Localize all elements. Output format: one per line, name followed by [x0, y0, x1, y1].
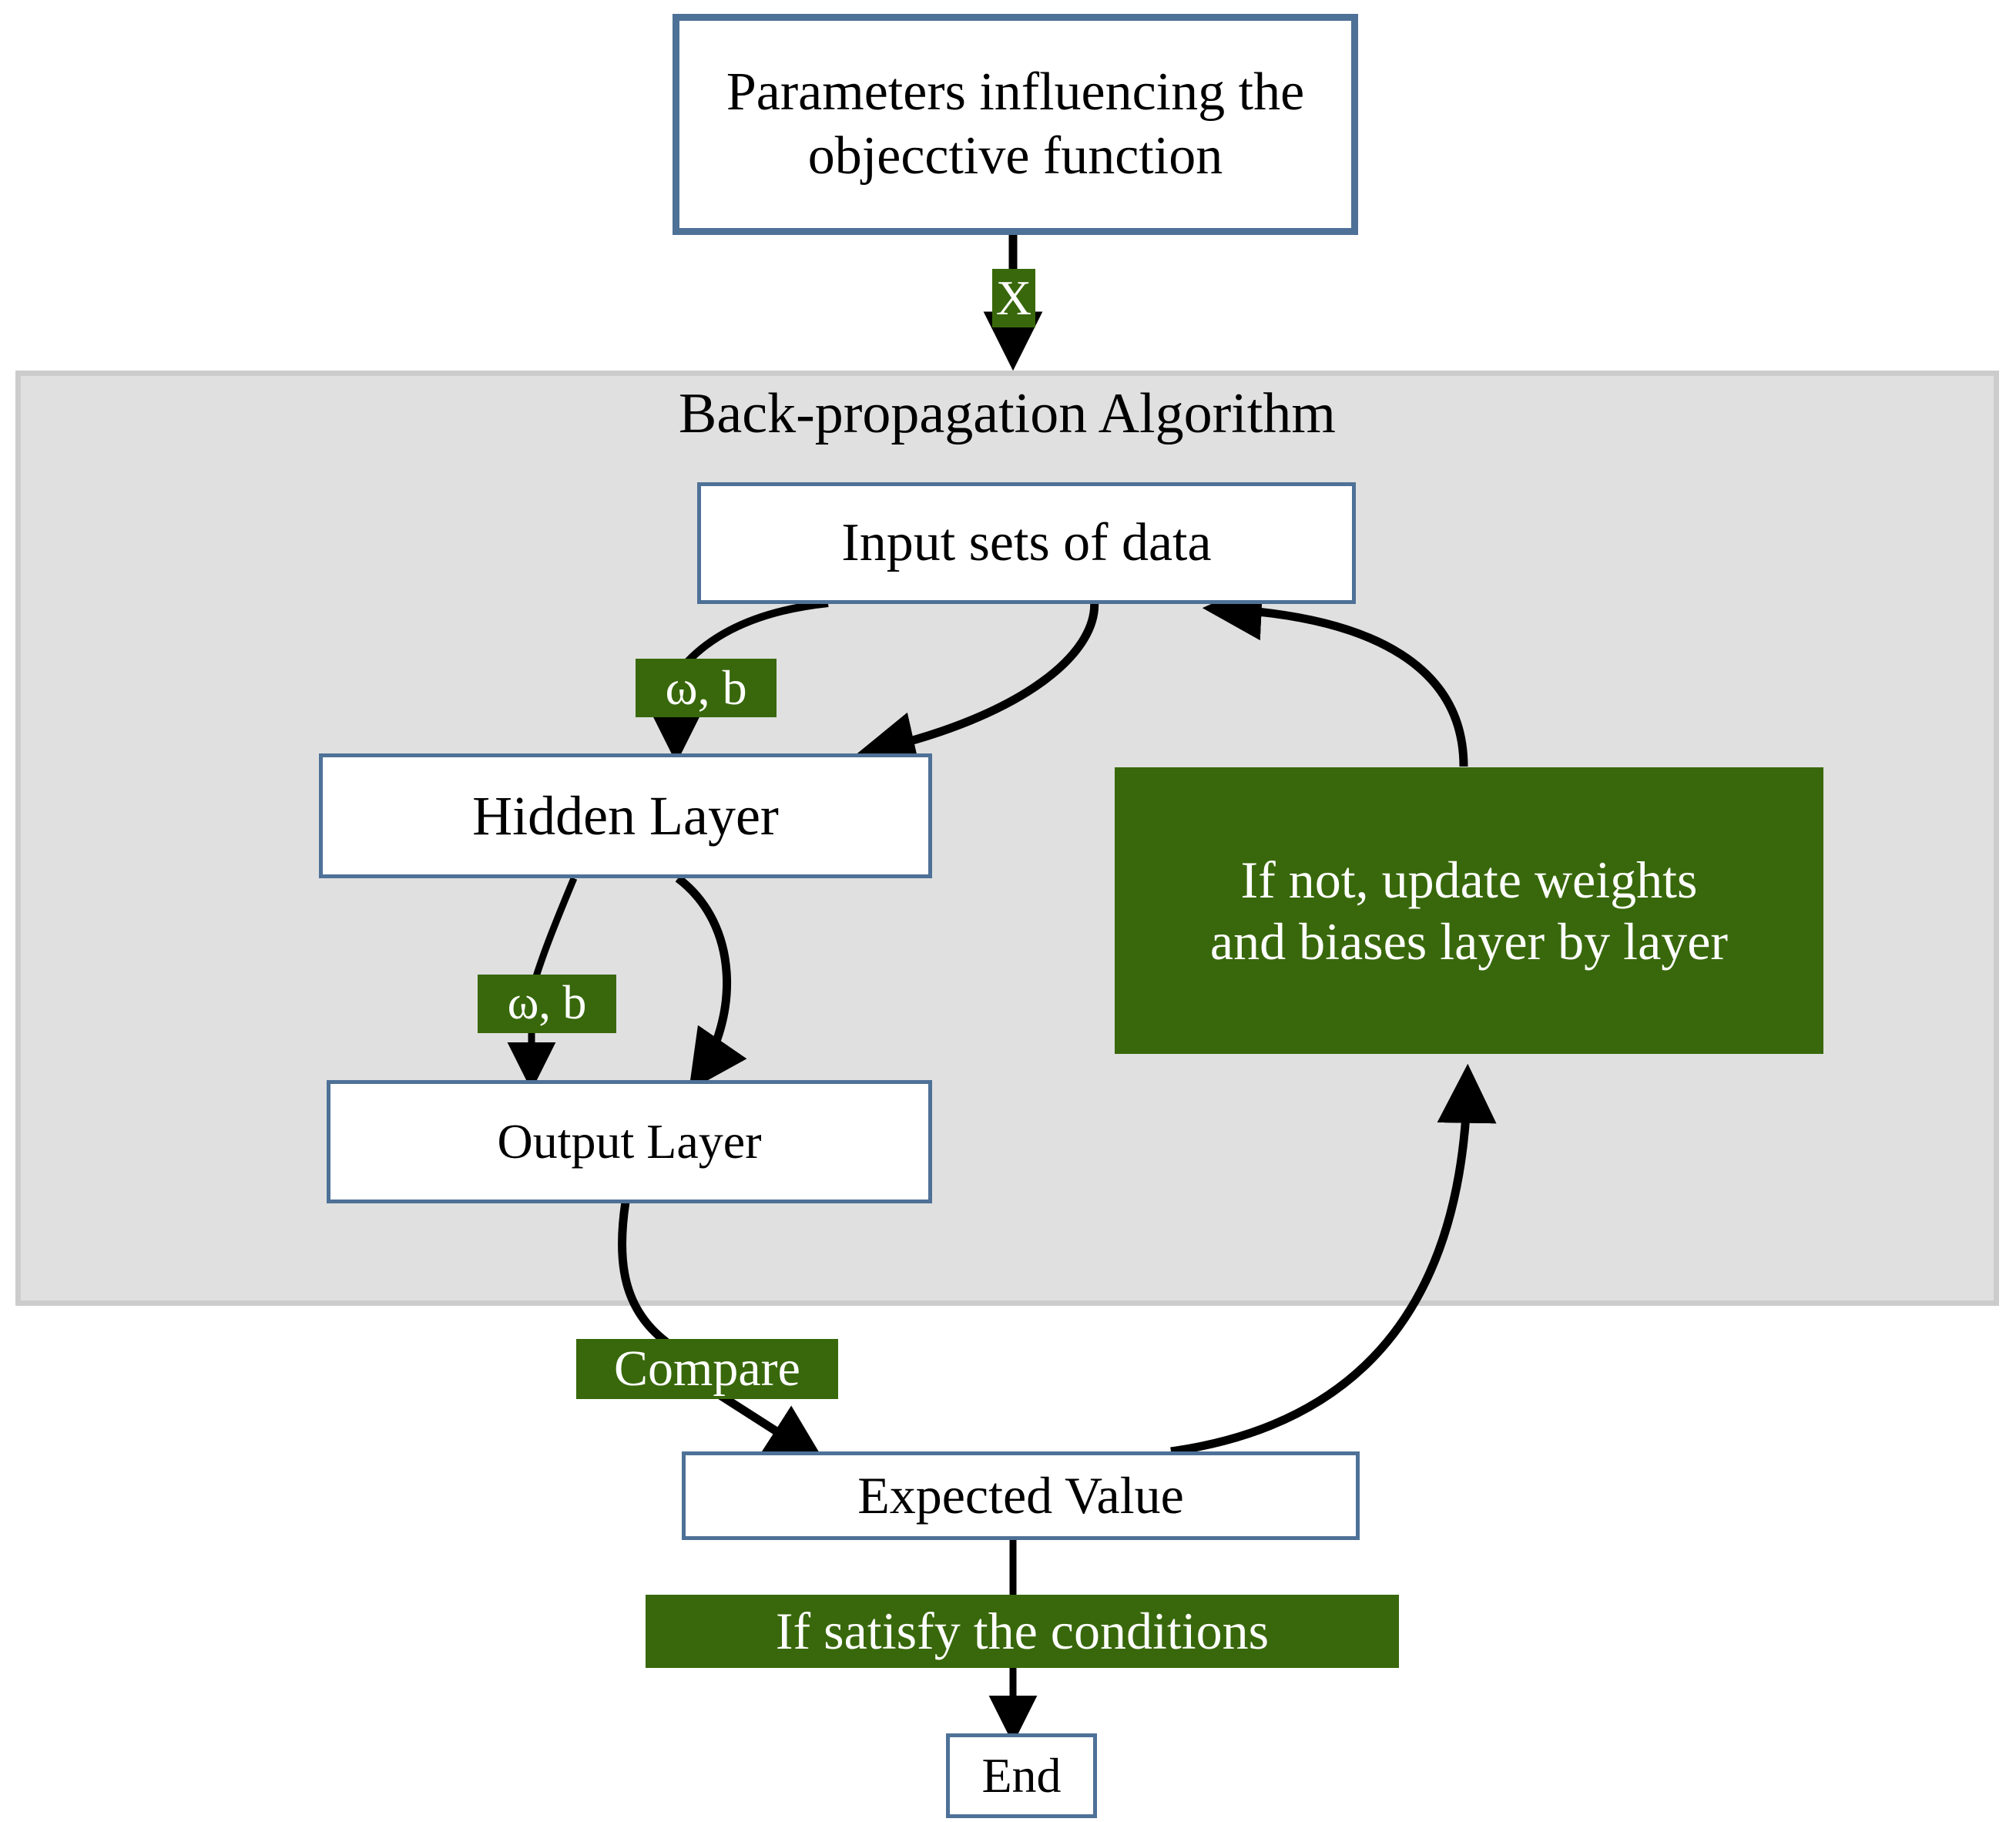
node-output-layer-label: Output Layer: [497, 1114, 762, 1169]
edge-label-compare-text: Compare: [614, 1340, 800, 1398]
edge-label-compare: Compare: [576, 1339, 838, 1399]
node-update-weights-line1: If not, update weights: [1240, 850, 1698, 909]
node-expected-value-label: Expected Value: [857, 1466, 1184, 1525]
node-update-weights-box[interactable]: If not, update weights and biases layer …: [1115, 767, 1823, 1054]
node-input-sets-label: Input sets of data: [841, 512, 1212, 572]
node-expected-value[interactable]: Expected Value: [682, 1451, 1360, 1540]
edge-label-omega-b-2: ω, b: [478, 975, 616, 1033]
edge-label-omega-b-1-text: ω, b: [665, 660, 747, 716]
node-parameters-line1: Parameters influencing the: [726, 62, 1305, 122]
edge-compare-to-expected: [714, 1389, 826, 1463]
node-parameters-line2: objecctive function: [807, 126, 1223, 186]
edge-label-omega-b-2-text: ω, b: [507, 977, 587, 1030]
edge-label-x: X: [992, 269, 1035, 327]
node-end-label: End: [981, 1748, 1062, 1804]
edge-label-x-text: X: [995, 270, 1032, 326]
node-output-layer[interactable]: Output Layer: [327, 1080, 932, 1203]
node-hidden-layer[interactable]: Hidden Layer: [319, 753, 932, 878]
node-input-sets-of-data[interactable]: Input sets of data: [697, 482, 1356, 604]
node-update-weights-line2: and biases layer by layer: [1209, 912, 1729, 971]
back-propagation-group-title: Back-propagation Algorithm: [679, 382, 1336, 445]
node-satisfy-conditions[interactable]: If satisfy the conditions: [646, 1595, 1399, 1668]
node-satisfy-conditions-label: If satisfy the conditions: [775, 1602, 1270, 1661]
node-parameters-box[interactable]: Parameters influencing the objecctive fu…: [673, 14, 1358, 235]
node-end[interactable]: End: [946, 1733, 1097, 1818]
edge-label-omega-b-1: ω, b: [636, 659, 777, 717]
node-hidden-layer-label: Hidden Layer: [472, 784, 779, 847]
